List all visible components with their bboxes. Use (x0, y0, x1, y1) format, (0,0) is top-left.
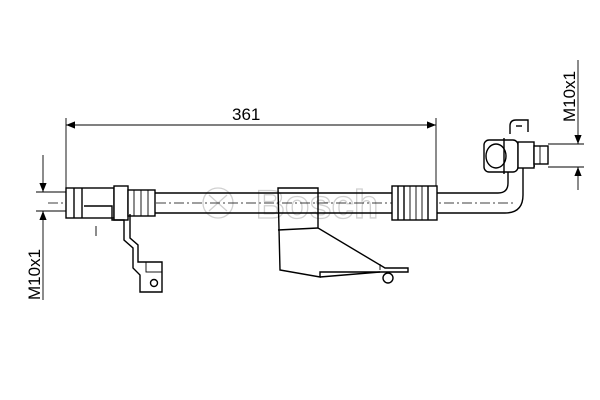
left-fitting (65, 185, 156, 221)
length-dimension: 361 (65, 105, 437, 190)
right-thread-dimension: M10x1 (548, 60, 584, 190)
left-bracket (84, 205, 163, 293)
left-thread-label: M10x1 (25, 249, 44, 300)
middle-bracket (277, 187, 409, 284)
right-thread-label: M10x1 (560, 71, 579, 122)
right-banjo-fitting (483, 119, 549, 174)
left-thread-dimension: M10x1 (25, 155, 70, 300)
watermark: Bosch (202, 182, 379, 228)
watermark-text: Bosch (256, 183, 378, 227)
length-dimension-label: 361 (232, 105, 260, 124)
middle-ferrule (391, 185, 438, 221)
